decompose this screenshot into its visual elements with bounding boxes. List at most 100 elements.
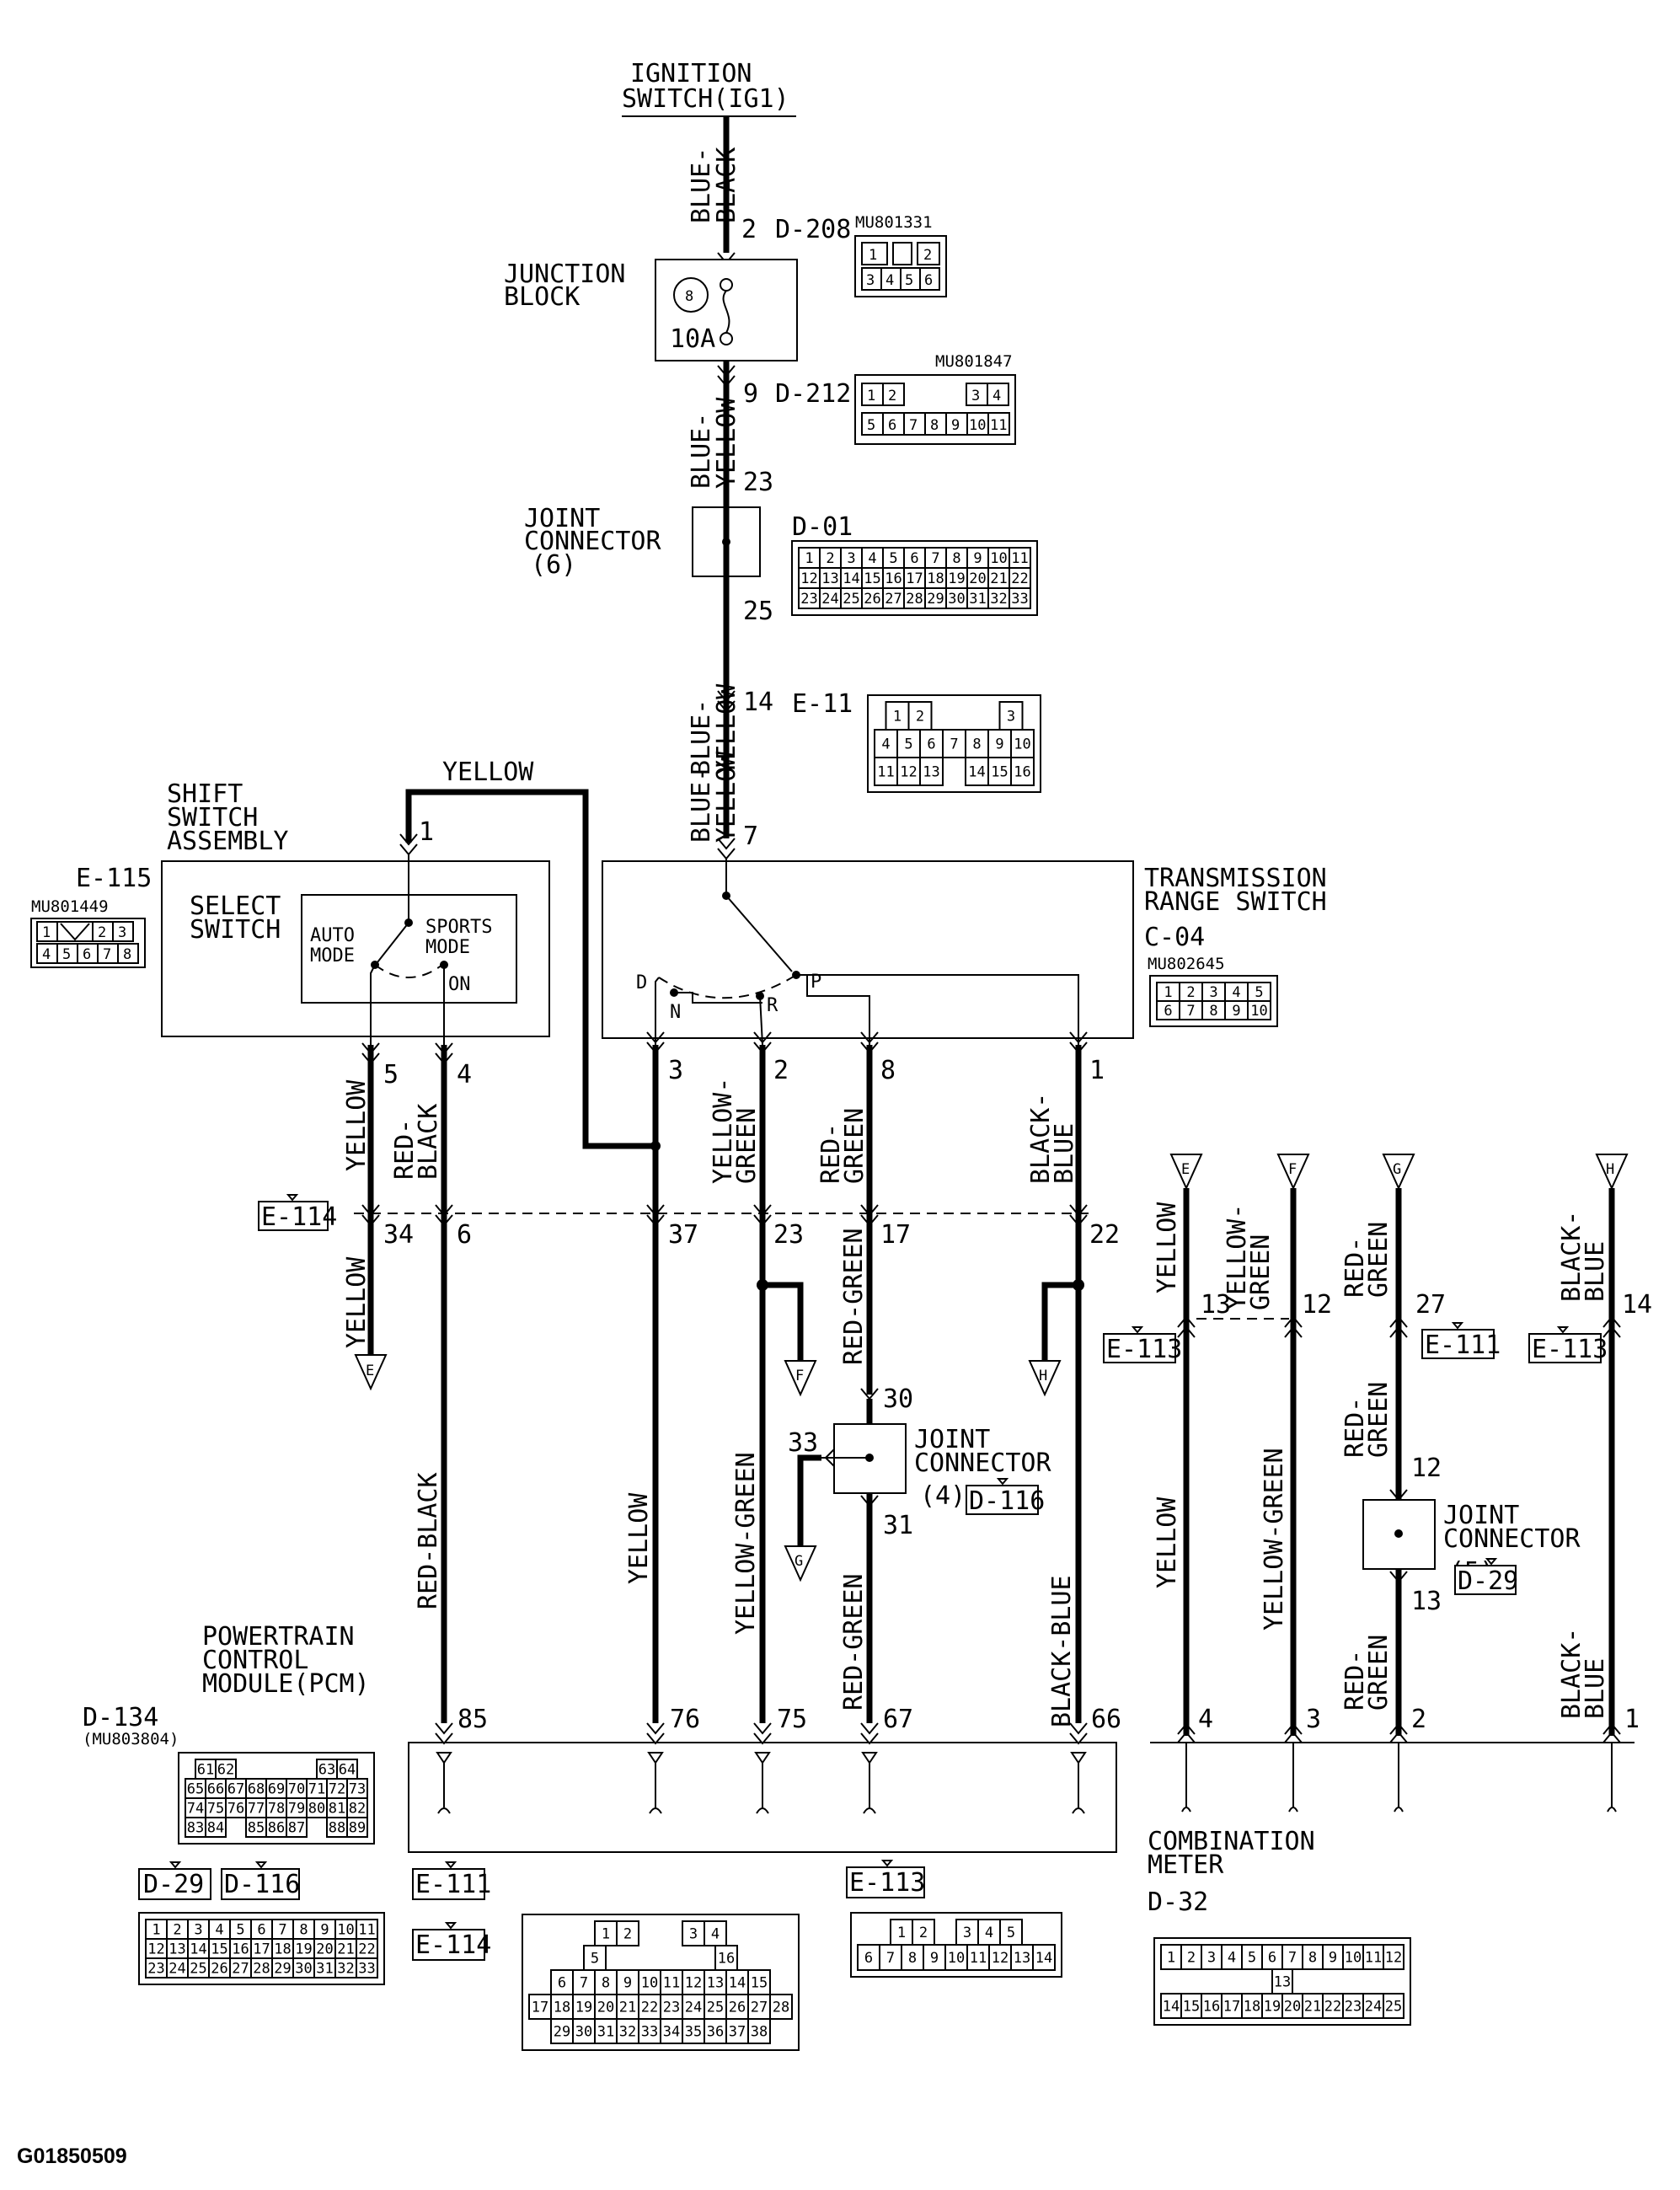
connector-pin-number: 85 [248,1820,265,1837]
connector-pin-number: 9 [623,1975,632,1992]
wire-label-blue: BLUE- [687,767,716,843]
wire-label-yellow: YELLOW [1153,1497,1182,1588]
flag-label-f: F [795,1368,804,1384]
connector-pin-number: 14 [729,1975,746,1992]
connector-pin-number: 17 [532,2000,548,2016]
connector-pin-number: 38 [751,2024,768,2041]
connector-pin-number: 17 [906,570,923,587]
pin-label: 66 [1091,1705,1121,1734]
connector-pin-number: 24 [821,591,838,608]
connector-pin-number: 5 [591,1951,599,1968]
connector-pin-number: 21 [619,2000,636,2016]
wire-label-red: RED- [390,1119,420,1180]
connector-pin-number: 13 [707,1975,724,1992]
flags-up-row: E F G H [1169,1154,1629,1191]
pin-label: 9 [743,379,758,409]
connector-tag-d116: D-116 [221,1861,300,1900]
joint-connector-4-label-3: (4) [920,1481,966,1511]
connector-pin-number: 84 [207,1820,224,1837]
connector-outline [791,540,1038,616]
connector-pin-number: 11 [1011,550,1028,567]
connector-pin-number: 6 [864,1950,873,1967]
connector-pin-number: 30 [575,2024,592,2041]
connector-pin-number: 75 [207,1801,224,1818]
pin-label: 4 [457,1060,472,1090]
wire-label-green: GREEN [1246,1234,1276,1310]
connector-pin-number: 1 [893,709,902,726]
pcm-label-3: MODULE(PCM) [202,1669,370,1699]
connector-tag-e114: E-114 [412,1922,491,1961]
connector-pin-number: 8 [908,1950,917,1967]
pin-label: 2 [741,215,757,244]
connector-pin-number: 22 [1324,1999,1341,2016]
wire-to-flag-h [1041,1282,1078,1361]
connector-pin-number: 12 [800,570,817,587]
connector-pin-number: 23 [800,591,817,608]
wire-label-black: BLACK [414,1104,443,1180]
connector-pin-number: 1 [897,1925,906,1941]
connector-arrow [824,1448,835,1467]
connector-pin-number: 11 [1365,1950,1382,1967]
connector-pin-number: 20 [316,1941,333,1958]
svg-text:2: 2 [98,924,106,941]
connector-arrows-row1 [361,1031,1088,1065]
splice-dot [1394,1529,1403,1538]
connector-pin-number: 78 [268,1801,285,1818]
connector-pin-number: 13 [1014,1950,1030,1967]
pin-label: 1 [1624,1705,1640,1734]
connector-pin-number: 66 [207,1781,224,1798]
svg-text:E-113: E-113 [1106,1335,1182,1364]
trs-p-wire [807,974,1079,1045]
switch-travel [374,964,443,978]
pin-label: 37 [668,1220,698,1250]
wire-label-blue: BLUE [1050,1123,1079,1184]
connector-pin-number: 12 [900,764,917,781]
connector-id-d212: D-212 [775,379,851,409]
trs-r2-wire [796,974,870,1045]
connector-pin-number: 31 [316,1961,333,1978]
connector-pin-number: 5 [1255,984,1263,1001]
pin-label: 1 [419,817,434,847]
connector-pin-number: 25 [843,591,859,608]
svg-text:8: 8 [123,946,131,963]
connector-pin-number: 12 [1385,1950,1402,1967]
connector-pin-number: 13 [1274,1974,1291,1991]
wire-label-red: RED- [816,1123,846,1184]
connector-pin-number: 16 [885,570,902,587]
connector-pin-number: 18 [554,2000,570,2016]
connector-pin-number: 10 [1345,1950,1362,1967]
connector-id-d208: D-208 [775,215,851,244]
connector-pin-number: 24 [169,1961,185,1978]
connector-pin-number: 16 [1014,764,1030,781]
connector-pin-number: 19 [1264,1999,1281,2016]
part-number-d134: (MU803804) [83,1730,179,1748]
connector-pin-number: 17 [253,1941,270,1958]
svg-text:9: 9 [951,417,960,434]
connector-cavity [1010,757,1035,786]
connector-tag-d29: D-29 [138,1861,211,1900]
wire-label-black: BLACK- [1557,1211,1586,1302]
connector-pin-number: 14 [1035,1950,1052,1967]
auto-mode-label-2: MODE [310,945,355,966]
connector-pin-number: 27 [232,1961,249,1978]
connector-pin-number: 4 [711,1926,720,1943]
joint-connector-6-label: JOINT [524,504,600,533]
connector-pin-number: 25 [707,2000,724,2016]
connector-pin-number: 7 [931,550,939,567]
connector-pin-number: 10 [948,1950,965,1967]
part-number-c04: MU802645 [1148,955,1225,973]
junction-block-label: JUNCTION [504,260,626,289]
wire-label-black: BLACK- [1557,1628,1586,1719]
connector-pin-number: 9 [1232,1003,1240,1020]
connector-pin-number: 3 [194,1922,202,1939]
meter-terminal-arrows [1177,1722,1621,1813]
part-number-e115: MU801449 [31,897,109,916]
connector-pin-number: 7 [886,1950,895,1967]
connector-pin-number: 30 [295,1961,312,1978]
connector-pin-number: 23 [147,1961,164,1978]
wire-label-red-green: RED-GREEN [839,1228,869,1365]
connector-pin-number: 23 [663,2000,680,2016]
